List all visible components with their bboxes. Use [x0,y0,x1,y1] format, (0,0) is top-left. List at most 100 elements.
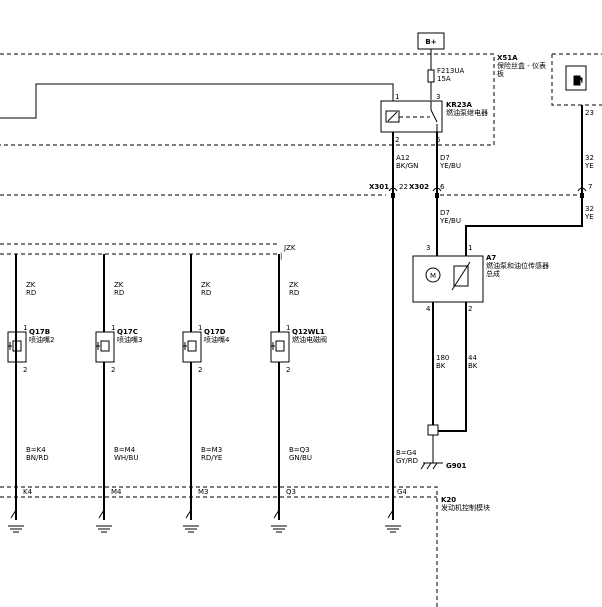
wire-right-lower-color: YE [584,213,594,221]
injector-ecm-term: K4 [23,488,33,496]
fuse-name: F213UA [437,67,465,75]
injector-wire-color: RD [26,289,36,297]
relay-coil-diagonal [387,111,398,122]
injector-name: Q17C [117,328,138,336]
injector-body [182,331,202,363]
injector-name: Q17D [204,328,226,336]
injector-ecm-pin: B=M3 [201,446,222,454]
injector-ground-icon [271,509,287,533]
fuse-block-right-outline [551,53,602,106]
wire-after-connector-pin: D7 [440,209,450,217]
injector-pin2: 2 [286,366,290,374]
ecm-g4-ground-symbol [385,509,401,533]
fuel-pump-motor-icon [425,267,441,283]
relay-name: KR23A [446,101,473,109]
injector-coil-icon [187,340,197,352]
fuse-symbol [427,62,435,100]
injector-body [270,331,290,363]
fuel-pump-assembly [412,255,484,303]
injector-pin1: 1 [198,324,202,332]
injector-desc: 燃油电磁阀 [292,335,327,344]
fuse-block-outline [0,53,495,146]
injector-ecm-color: RD/YE [201,454,222,462]
injector-ecm-color: WH/BU [114,454,138,462]
injector-coil-icon [100,340,110,352]
pump-desc-2: 总成 [486,269,500,278]
wire-relay-right-color: YE/BU [439,162,461,170]
connector-x302-label: X302 [409,183,429,191]
ground-g901-label: G901 [446,462,466,470]
injector-ecm-pin: B=M4 [114,446,136,454]
injector-wire-color: RD [289,289,299,297]
connector-x302-pin-num: 6 [440,183,445,191]
wire-right-upper-size: 32 [585,154,594,162]
connector-x301-symbol [388,187,398,192]
fuse-block-desc-2: 板 [497,69,504,78]
relay-pin-1: 1 [395,93,399,101]
injector-wire-color: RD [114,289,124,297]
pump-desc-1: 燃油泵和油位传感器 [486,261,549,270]
wire-ground-m-size: 180 [436,354,449,362]
injector-desc: 喷油嘴2 [29,335,54,344]
ecm-name: K20 [441,496,456,504]
pump-pin-4: 4 [426,305,431,313]
wire-relay-left-pin: A12 [396,154,410,162]
pump-pin-3: 3 [426,244,430,252]
injector-ecm-pin: B=K4 [26,446,46,454]
fuse-block-desc-1: 保险丝盒 - 仪表 [497,61,546,70]
injector-wire-code: ZK [114,281,124,289]
injector-pin2: 2 [111,366,115,374]
injector-arrow-icon [96,342,100,350]
connector-right-pin-num: 7 [588,183,592,191]
connector-x302-symbol [432,187,442,192]
injector-arrow-icon [183,342,187,350]
injector-coil-icon [275,340,285,352]
injector-wire-color: RD [201,289,211,297]
injector-pin2: 2 [198,366,202,374]
relay-pin-5: 5 [436,136,440,144]
fuse-block-name: X51A [497,54,518,62]
injector-arrow-icon [8,342,12,350]
connector-x302-pin [435,193,439,198]
wire-relay-left-color: BK/GN [396,162,418,170]
pump-pin-2: 2 [468,305,472,313]
injector-pin2: 2 [23,366,27,374]
ground-splice-box [427,424,439,436]
sensor-signal-wire [465,105,583,256]
relay-pin-3: 3 [436,93,440,101]
injector-ecm-term: M4 [111,488,122,496]
injector-name: Q17B [29,328,50,336]
ecm-desc: 发动机控制模块 [441,503,490,512]
injector-ground-icon [8,509,24,533]
pump-name: A7 [486,254,496,262]
splice-label: JZK [283,244,296,252]
injector-ecm-color: GN/BU [289,454,312,462]
wire-after-connector-color: YE/BU [439,217,461,225]
ecm-term-g4: G4 [397,488,407,496]
fuse-rating: 15A [437,75,451,83]
wire-ground-sensor-color: BK [468,362,478,370]
wire-ecm-g4-pin: B=G4 [396,449,417,457]
injector-ecm-term: M3 [198,488,209,496]
wire-right-lower-size: 32 [585,205,594,213]
sensor-ground-wire [438,302,467,432]
injector-ground-icon [96,509,112,533]
ecm-outline [0,486,438,607]
wire-right-upper-color: YE [584,162,594,170]
injector-pin1: 1 [286,324,290,332]
relay-desc: 燃油泵继电器 [446,108,488,117]
injector-group: ZKRD12Q17B喷油嘴2B=K4BN/RDK4ZKRD12Q17C喷油嘴3B… [7,254,327,533]
wire-relay-right-pin: D7 [440,154,450,162]
injector-name: Q12WL1 [292,328,325,336]
connector-x301-label: X301 [369,183,389,191]
battery-power-label: B+ [425,38,436,46]
relay-switch [430,101,438,132]
relay-pin-2: 2 [395,136,399,144]
fuel-pump-motor-label: M [430,272,436,280]
fuel-level-sensor-arrow [451,261,471,291]
injector-body [95,331,115,363]
injector-ecm-term: Q3 [286,488,296,496]
fuel-pump-icon [573,75,583,86]
injector-arrow-icon [271,342,275,350]
